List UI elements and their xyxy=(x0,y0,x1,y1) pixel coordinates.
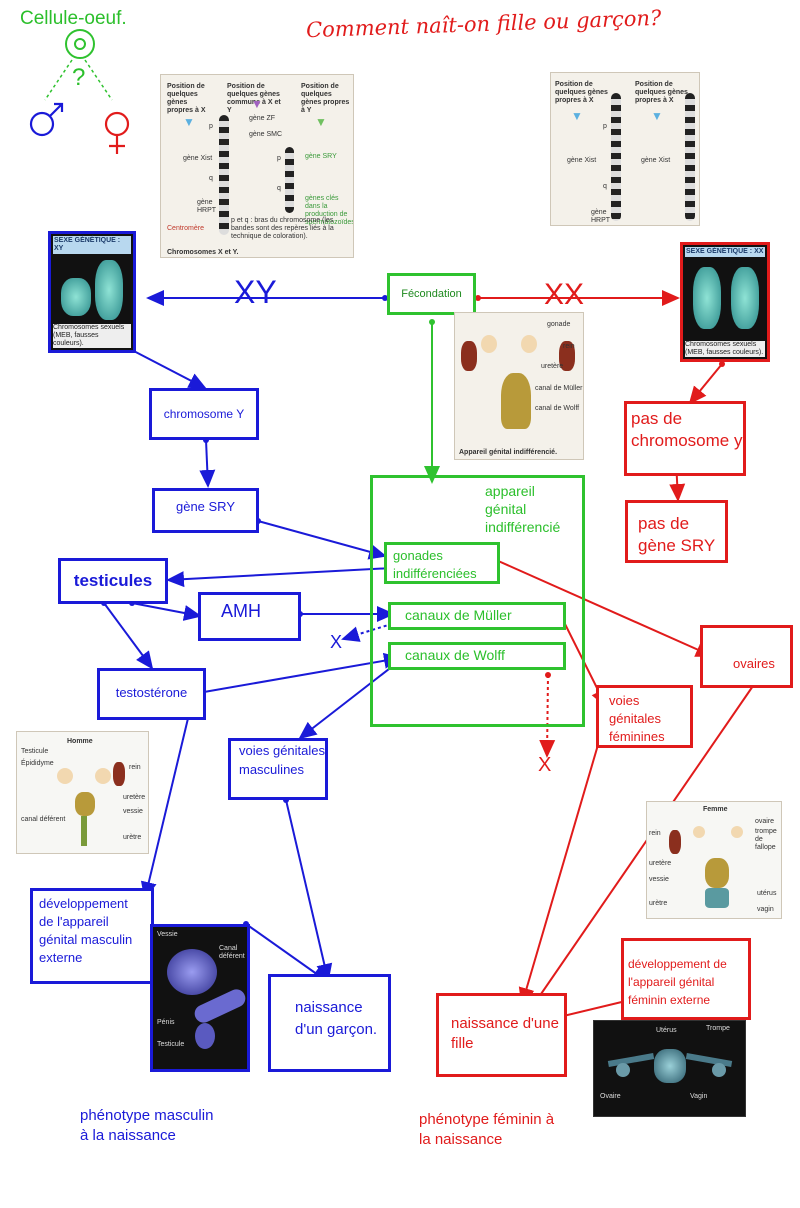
chromosomes-xy-figure: Position de quelques gènes propres à X P… xyxy=(160,74,354,258)
cellule-oeuf-title: Cellule-oeuf. xyxy=(20,8,127,29)
developpement-feminin-box: développement de l'appareil génital fémi… xyxy=(621,938,751,1020)
phenotype-feminin: phénotype féminin à la naissance xyxy=(419,1111,555,1148)
egg-outer-circle xyxy=(65,29,95,59)
male-symbol xyxy=(29,111,55,137)
arrow-wolff-x xyxy=(539,674,556,758)
appareil-masculin-photo: Vessie Canal déférent Pénis Testicule xyxy=(150,924,250,1072)
pas-chromosome-y-box: pas de chromosome y xyxy=(624,401,746,476)
egg-inner-circle xyxy=(74,38,86,50)
arrow-testo-devmasc xyxy=(140,709,191,900)
testicules-box: testicules xyxy=(58,558,168,604)
amh-box: AMH xyxy=(198,592,301,641)
red-x-mark: X xyxy=(538,754,552,776)
homme-figure: Homme Testicule Épididyme rein uretère v… xyxy=(16,731,149,854)
voies-feminines-box: voies génitales féminines xyxy=(596,685,693,748)
chromosome-y-box: chromosome Y xyxy=(149,388,259,440)
arrow-gonades-ovaires xyxy=(495,559,714,657)
arrow-gonades-testicules xyxy=(166,567,393,588)
arrow-photo-naissance xyxy=(245,923,330,984)
arrow-wolff-voiesmasc xyxy=(298,661,399,740)
question-mark: ? xyxy=(72,64,86,91)
x-chromosome xyxy=(219,115,229,235)
y-chromosome xyxy=(285,147,294,213)
arrow-chromoY-sry xyxy=(199,439,216,488)
ovaires-box: ovaires xyxy=(700,625,793,688)
gene-sry-box: gène SRY xyxy=(152,488,259,533)
appareil-label: appareil génital indifférencié xyxy=(485,483,561,535)
arrow-ovaires-naissance xyxy=(528,682,756,1012)
chromosomes-xx-figure: Position de quelques gènes propres à X P… xyxy=(550,72,700,226)
appareil-indifferencie-box: appareil génital indifférencié xyxy=(370,475,585,727)
arrow-xy-chromoY xyxy=(127,347,207,389)
arrow-testicules-amh xyxy=(131,602,202,621)
arrow-xx-paschromo xyxy=(688,363,723,405)
phenotype-masculin: phénotype masculin à la naissance xyxy=(80,1107,214,1144)
egg-symbol-tree xyxy=(44,59,113,101)
canaux-muller-box: canaux de Müller xyxy=(388,602,566,630)
naissance-fille-box: naissance d'une fille xyxy=(436,993,567,1077)
arrow-voiesfem-naissance xyxy=(518,737,601,1006)
pas-gene-sry-box: pas de gène SRY xyxy=(625,500,728,563)
blue-x-mark: X xyxy=(330,632,343,652)
voies-masculines-box: voies génitales masculines xyxy=(228,738,328,800)
xy-label: XY xyxy=(234,274,277,310)
arrow-testo-wolff xyxy=(203,652,402,693)
female-symbol xyxy=(104,111,130,137)
testosterone-box: testostérone xyxy=(97,668,206,720)
arrow-voiesmasc-naissance xyxy=(285,799,333,982)
arrow-sry-gonades xyxy=(257,520,387,560)
karyotype-xy-frame: SEXE GÉNÉTIQUE : XY Chromosomes sexuels … xyxy=(48,231,136,353)
karyotype-xx-frame: SEXE GÉNÉTIQUE : XX Chromosomes sexuels … xyxy=(680,242,770,362)
arrow-testicules-testo xyxy=(103,602,154,670)
gonades-box: gonades indifférenciées xyxy=(384,542,500,584)
developpement-masculin-box: développement de l'appareil génital masc… xyxy=(30,888,154,984)
fecondation-box: Fécondation xyxy=(387,273,476,315)
naissance-garcon-box: naissance d'un garçon. xyxy=(268,974,391,1072)
appareil-feminin-photo: Utérus Trompe Ovaire Vagin xyxy=(593,1020,746,1117)
appareil-indifferencie-figure: gonade rein uretère canal de Müller cana… xyxy=(454,312,584,460)
canaux-wolff-box: canaux de Wolff xyxy=(388,642,566,670)
femme-figure: Femme ovaire trompe de fallope rein uret… xyxy=(646,801,782,919)
xx-label: XX xyxy=(544,278,585,311)
